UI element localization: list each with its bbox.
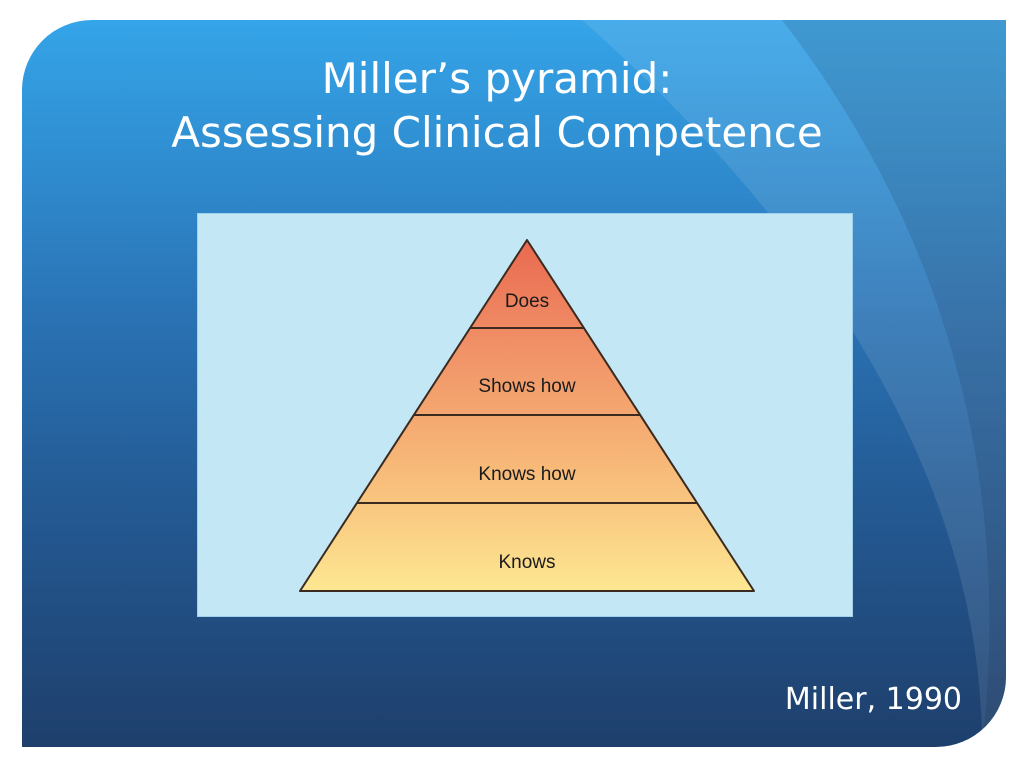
swoosh-light: [582, 20, 1006, 747]
citation: Miller, 1990: [784, 682, 962, 717]
millers-pyramid-diagram: Does Shows how Knows how Knows: [299, 239, 755, 592]
tier-label-shows-how: Shows how: [478, 376, 575, 397]
slide-title: Miller’s pyramid: Assessing Clinical Com…: [22, 52, 972, 160]
swoosh-dark: [782, 20, 1006, 747]
slide: Miller’s pyramid: Assessing Clinical Com…: [22, 20, 1006, 747]
tier-label-knows-how: Knows how: [478, 464, 575, 485]
tier-label-knows: Knows: [498, 552, 555, 573]
title-line-2: Assessing Clinical Competence: [171, 108, 823, 157]
title-line-1: Miller’s pyramid:: [321, 54, 673, 103]
tier-label-does: Does: [505, 291, 549, 312]
pyramid-figure-panel: Does Shows how Knows how Knows: [197, 213, 853, 617]
background-swoosh: [582, 20, 1006, 747]
